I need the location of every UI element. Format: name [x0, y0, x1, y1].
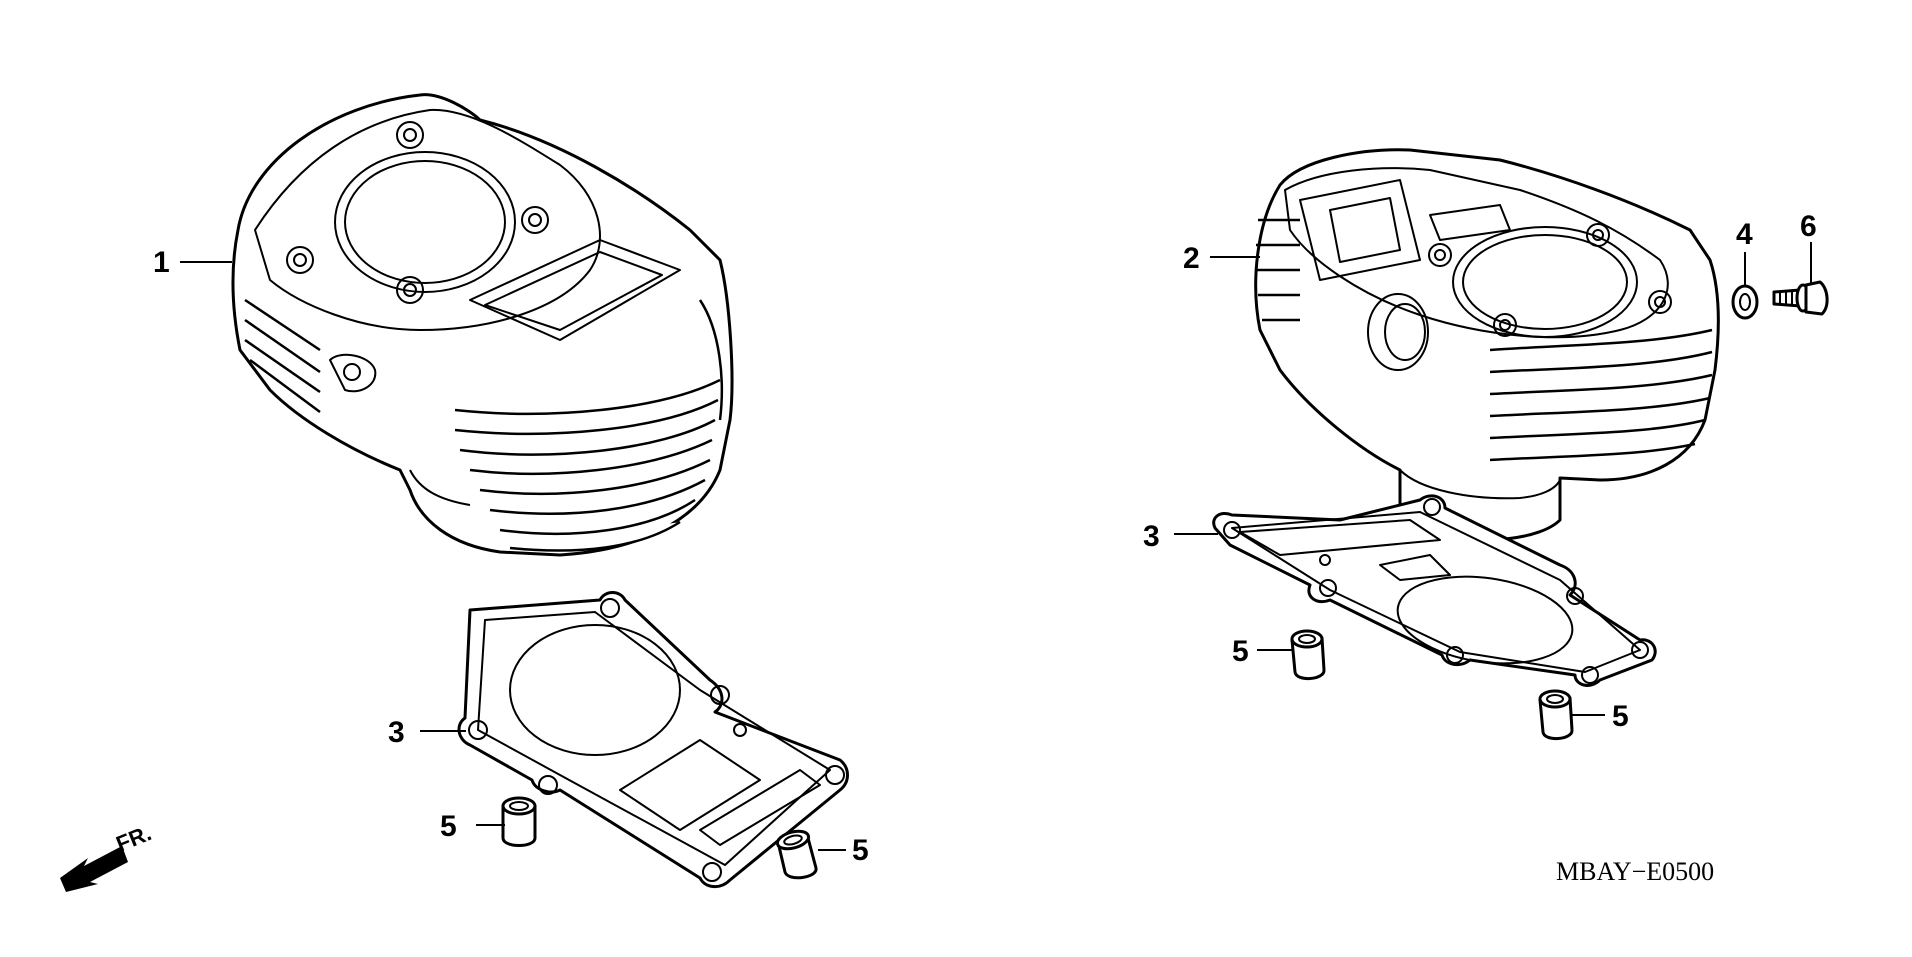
- callout-6: 6: [1800, 210, 1817, 243]
- callout-5-left-a: 5: [440, 810, 457, 843]
- front-cylinder-part-1: [231, 93, 734, 557]
- callout-5-left-b: 5: [852, 834, 869, 867]
- bolt-part-6: [1772, 280, 1829, 316]
- dowel-pin-left-a: [501, 796, 537, 847]
- arrow-left-icon: [60, 846, 128, 892]
- rear-cylinder-base-gasket-part-3: [1212, 494, 1657, 687]
- dowel-pin-right-a: [1290, 629, 1326, 680]
- dowel-pin-left-b: [775, 829, 818, 880]
- callout-1: 1: [153, 246, 170, 279]
- callout-4: 4: [1736, 218, 1753, 251]
- diagram-reference-code: MBAY−E0500: [1556, 857, 1714, 886]
- callout-5-right-a: 5: [1232, 635, 1249, 668]
- callout-2: 2: [1183, 242, 1200, 275]
- callout-3-right: 3: [1143, 520, 1160, 553]
- rear-cylinder-part-2: [1254, 148, 1720, 542]
- front-direction-arrow: FR.: [60, 820, 155, 892]
- dowel-pin-right-b: [1538, 689, 1574, 740]
- front-direction-label: FR.: [113, 820, 155, 856]
- callout-3-left: 3: [388, 716, 405, 749]
- washer-part-4: [1731, 284, 1759, 320]
- callout-5-right-b: 5: [1612, 700, 1629, 733]
